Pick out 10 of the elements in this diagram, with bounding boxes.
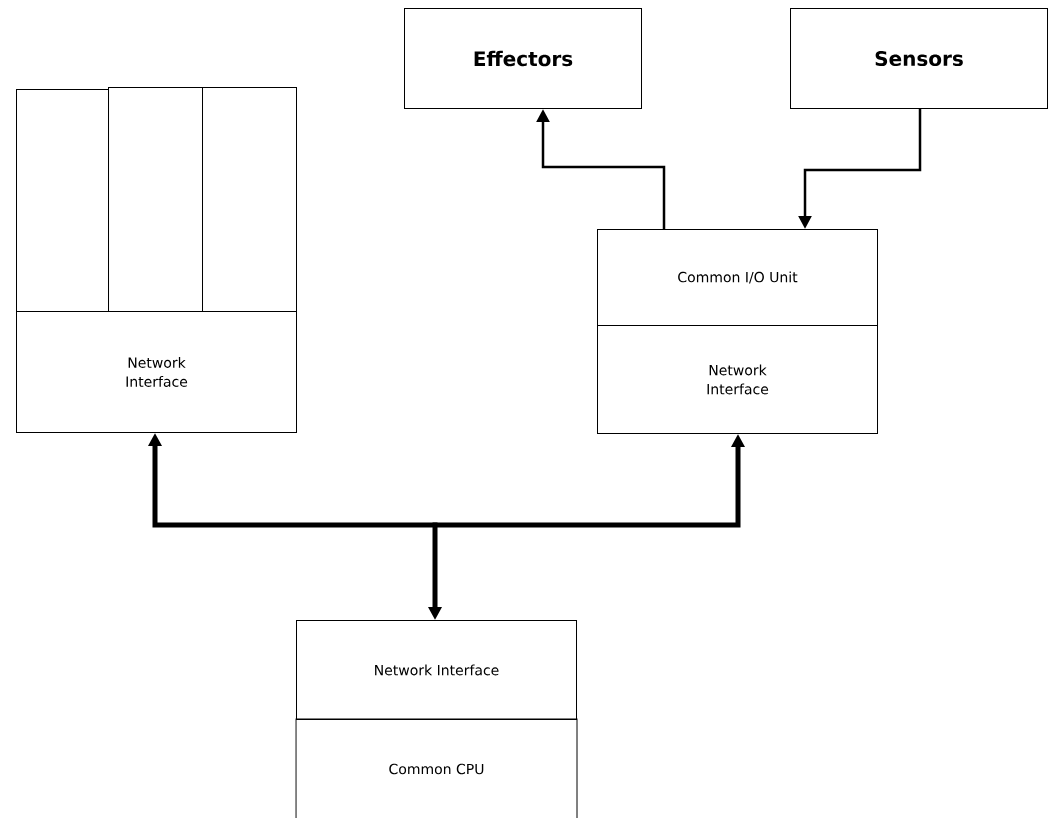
module-section: Network Interface <box>597 325 878 434</box>
component-box: Effectors <box>404 8 642 109</box>
empty-slot <box>202 87 297 312</box>
empty-slot <box>108 87 203 312</box>
module-section: Common CPU <box>295 718 578 818</box>
module-section: Network Interface <box>16 311 297 433</box>
empty-slot <box>16 89 109 312</box>
module-section: Common I/O Unit <box>597 229 878 326</box>
component-box: Sensors <box>790 8 1048 109</box>
module-section: Network Interface <box>296 620 577 720</box>
